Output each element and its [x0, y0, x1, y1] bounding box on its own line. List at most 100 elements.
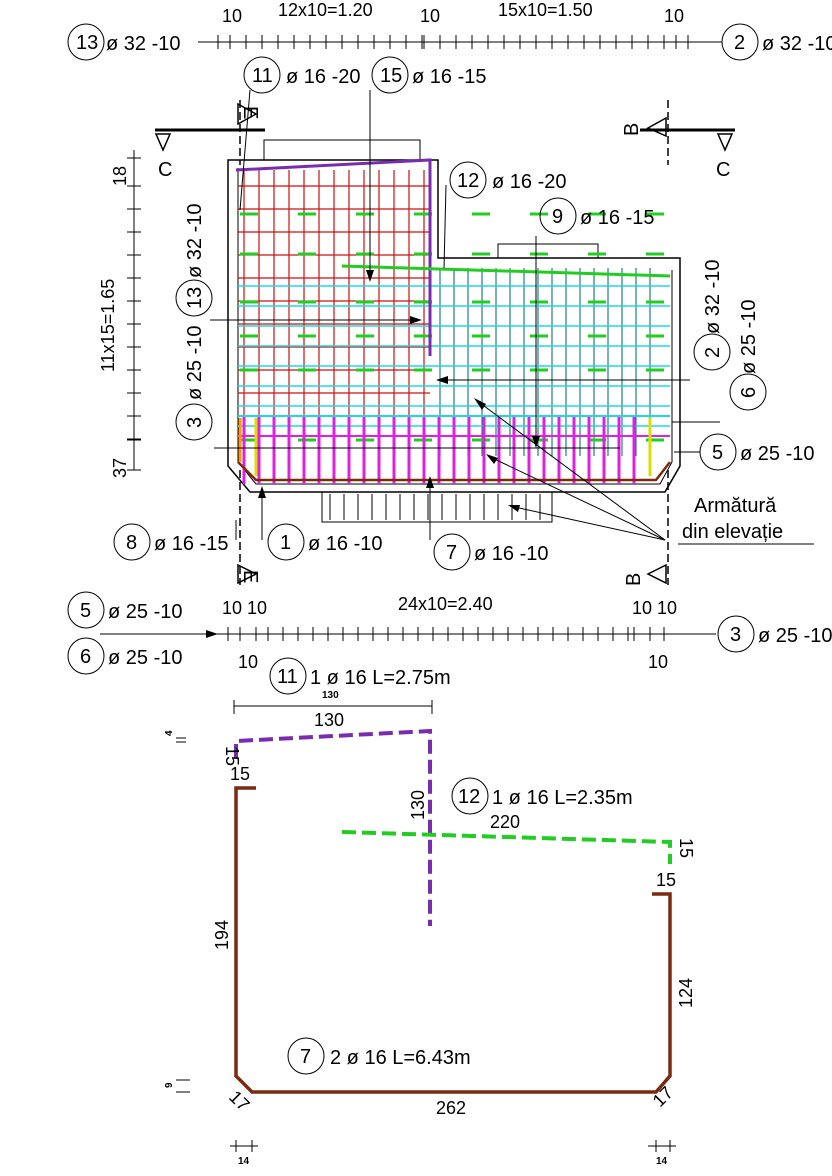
marker-5-side: 5 ø 25 -10	[699, 433, 814, 471]
section-e-top: E	[239, 106, 261, 119]
marker-13-side: 13 ø 32 -10	[175, 204, 213, 317]
svg-text:6: 6	[80, 646, 91, 668]
svg-text:14: 14	[656, 1156, 668, 1167]
section-marks: E C B C E B	[154, 100, 735, 586]
bottom-dim-10-d: 10	[648, 652, 668, 672]
svg-text:ø 16 -20: ø 16 -20	[492, 171, 566, 193]
left-dim-11x15: 11x15=1.65	[98, 279, 118, 372]
bottom-dim-24x10: 24x10=2.40	[398, 594, 493, 614]
svg-text:4: 4	[164, 730, 175, 736]
section-c-right: C	[716, 159, 730, 181]
left-dim-37: 37	[110, 458, 130, 478]
svg-text:ø 16 -15: ø 16 -15	[412, 66, 486, 88]
marker-2-side: 2 ø 32 -10	[693, 260, 731, 371]
svg-text:1 ø 16 L=2.75m: 1 ø 16 L=2.75m	[310, 667, 451, 689]
marker-6-bottom: 6 ø 25 -10	[67, 637, 182, 675]
marker-3-bottom: 3 ø 25 -10	[717, 615, 832, 653]
marker-13-top: 13 ø 32 -10	[67, 23, 180, 61]
top-dimension-line: 10 12x10=1.20 10 15x10=1.50 10	[198, 0, 722, 49]
svg-text:6: 6	[738, 387, 760, 398]
marker-15: 15 ø 16 -15	[371, 56, 486, 94]
svg-text:2 ø 16 L=6.43m: 2 ø 16 L=6.43m	[330, 1047, 471, 1069]
top-dim-15x10: 15x10=1.50	[498, 0, 593, 20]
top-dim-10-c: 10	[664, 6, 684, 26]
svg-text:5: 5	[80, 600, 91, 622]
svg-text:262: 262	[436, 1098, 466, 1118]
marker-2-top: 2 ø 32 -10	[721, 23, 832, 61]
svg-text:15: 15	[230, 764, 250, 784]
svg-text:ø 16 -15: ø 16 -15	[580, 207, 654, 229]
svg-text:ø 25 -10: ø 25 -10	[758, 625, 832, 647]
svg-text:12: 12	[458, 786, 480, 808]
svg-text:1 ø 16 L=2.35m: 1 ø 16 L=2.35m	[492, 787, 633, 809]
svg-text:1: 1	[280, 532, 291, 554]
svg-text:13: 13	[76, 32, 98, 54]
svg-text:13: 13	[184, 287, 206, 309]
top-dim-10-a: 10	[222, 6, 242, 26]
svg-text:7: 7	[446, 542, 457, 564]
svg-text:ø 25 -10: ø 25 -10	[738, 300, 760, 374]
svg-text:ø 32 -10: ø 32 -10	[702, 260, 724, 334]
left-dim-18: 18	[110, 166, 130, 186]
bottom-dim-10-10-a: 10 10	[222, 598, 267, 618]
marker-1: 1 ø 16 -10	[267, 523, 382, 561]
svg-text:ø 25 -10: ø 25 -10	[108, 647, 182, 669]
svg-text:ø 32 -10: ø 32 -10	[762, 33, 832, 55]
svg-text:11: 11	[277, 666, 298, 688]
marker-9: 9 ø 16 -15	[539, 197, 654, 235]
bar-7-plan	[237, 461, 671, 482]
svg-text:194: 194	[212, 920, 232, 950]
svg-text:130: 130	[322, 690, 339, 701]
svg-text:5: 5	[712, 442, 723, 464]
section-e-bottom: E	[239, 570, 261, 583]
svg-text:ø 16 -15: ø 16 -15	[154, 533, 228, 555]
top-dim-10-b: 10	[420, 6, 440, 26]
marker-3-side: 3 ø 25 -10	[175, 326, 213, 441]
section-c-left: C	[158, 159, 172, 181]
svg-text:2: 2	[702, 347, 724, 358]
svg-text:ø 16 -10: ø 16 -10	[474, 543, 548, 565]
svg-text:12: 12	[457, 170, 479, 192]
svg-text:17: 17	[649, 1083, 677, 1111]
marker-11: 11 ø 16 -20	[243, 56, 360, 94]
bottom-dim-10-c: 10	[238, 652, 258, 672]
svg-text:15: 15	[676, 838, 696, 858]
svg-text:ø 25 -10: ø 25 -10	[740, 443, 814, 465]
bar-12-plan	[341, 264, 671, 278]
svg-text:9: 9	[552, 206, 563, 228]
elevation-note-line2: din elevație	[682, 521, 783, 543]
section-b-bottom: B	[623, 573, 645, 586]
svg-text:7: 7	[300, 1046, 311, 1068]
svg-text:ø 25 -10: ø 25 -10	[184, 326, 206, 400]
marker-8: 8 ø 16 -15	[113, 523, 228, 561]
plan-outline	[227, 139, 681, 523]
top-dim-12x10: 12x10=1.20	[278, 0, 373, 20]
reinforcement-grid	[235, 158, 671, 484]
svg-text:ø 32 -10: ø 32 -10	[184, 204, 206, 278]
svg-text:3: 3	[184, 417, 206, 428]
marker-5-bottom: 5 ø 25 -10	[67, 591, 182, 629]
bar-detail-12: 12 1 ø 16 L=2.35m 220 15 15	[341, 777, 696, 890]
marker-6-side: 6 ø 25 -10	[729, 300, 767, 411]
svg-text:11: 11	[252, 65, 273, 87]
bar-11-plan	[235, 158, 432, 356]
svg-text:ø 32 -10: ø 32 -10	[106, 33, 180, 55]
svg-text:130: 130	[314, 710, 344, 730]
section-b-top: B	[621, 123, 643, 136]
svg-text:220: 220	[490, 812, 520, 832]
svg-text:ø 16 -20: ø 16 -20	[286, 66, 360, 88]
left-dimension-line: 18 11x15=1.65 37	[98, 150, 141, 478]
marker-7: 7 ø 16 -10	[433, 533, 548, 571]
svg-text:15: 15	[380, 65, 402, 87]
svg-text:15: 15	[656, 870, 676, 890]
svg-text:8: 8	[126, 532, 137, 554]
leader-lines	[210, 89, 720, 541]
bottom-dimension-line: 10 10 24x10=2.40 10 10 10 10	[100, 594, 716, 672]
svg-text:9: 9	[164, 1082, 175, 1088]
bottom-dim-10-10-b: 10 10	[632, 598, 677, 618]
svg-text:14: 14	[238, 1156, 250, 1167]
svg-text:ø 16 -10: ø 16 -10	[308, 533, 382, 555]
svg-text:124: 124	[676, 978, 696, 1008]
elevation-note-line1: Armătură	[694, 495, 777, 517]
